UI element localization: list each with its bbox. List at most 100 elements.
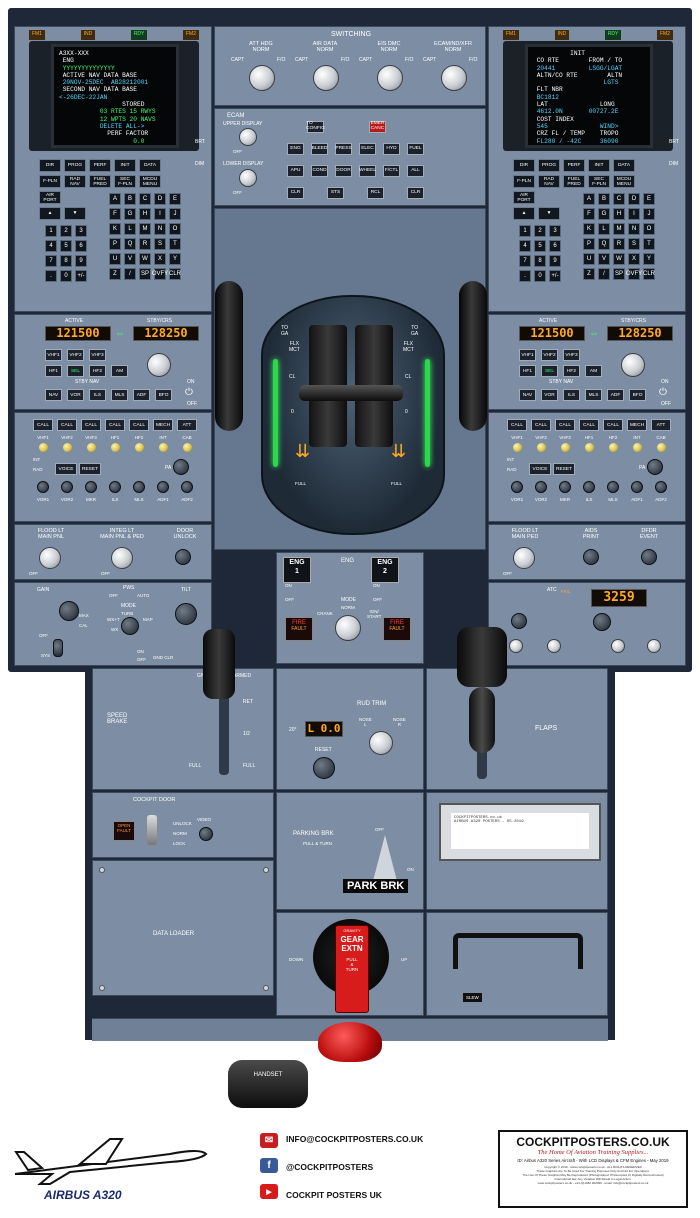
mcdu-num-key[interactable]: 5 xyxy=(534,240,546,252)
acp-call-button[interactable]: CALL xyxy=(507,419,527,431)
acp-volume-knob[interactable] xyxy=(135,443,144,452)
acp-voice-button[interactable]: VOICE xyxy=(55,463,77,475)
mcdu-num-key[interactable]: +/- xyxy=(75,270,87,282)
mcdu-alpha-key[interactable]: K xyxy=(583,223,595,235)
mcdu-key-dir[interactable]: DIR xyxy=(39,159,61,172)
youtube-text[interactable]: COCKPIT POSTERS UK xyxy=(286,1190,382,1200)
mcdu-alpha-key[interactable]: / xyxy=(598,268,610,280)
acp-nav-knob[interactable] xyxy=(85,481,97,493)
mcdu-num-key[interactable]: 4 xyxy=(519,240,531,252)
acp-call-button[interactable]: CALL xyxy=(579,419,599,431)
mcdu-alpha-key[interactable]: B xyxy=(598,193,610,205)
rmp-button[interactable]: NAV xyxy=(45,389,62,401)
mcdu-alpha-key[interactable]: H xyxy=(139,208,151,220)
mcdu-num-key[interactable]: +/- xyxy=(549,270,561,282)
acp-nav-knob[interactable] xyxy=(109,481,121,493)
email-text[interactable]: INFO@COCKPITPOSTERS.CO.UK xyxy=(286,1134,424,1144)
mcdu-num-key[interactable]: 5 xyxy=(60,240,72,252)
mcdu-alpha-key[interactable]: R xyxy=(139,238,151,250)
switching-knob[interactable] xyxy=(441,65,467,91)
mcdu-key-row2[interactable]: MCDU MENU xyxy=(139,175,161,188)
mcdu-key-prog[interactable]: PROG xyxy=(64,159,86,172)
acp-call-button[interactable]: CALL xyxy=(555,419,575,431)
mcdu-alpha-key[interactable]: V xyxy=(598,253,610,265)
mcdu-alpha-key[interactable]: G xyxy=(598,208,610,220)
acp-call-button[interactable]: ATT xyxy=(177,419,197,431)
rmp-button[interactable]: AM xyxy=(111,365,128,377)
mcdu-alpha-key[interactable]: W xyxy=(139,253,151,265)
ecam-button[interactable]: WHEEL xyxy=(359,165,376,177)
mcdu-key-perf[interactable]: PERF xyxy=(563,159,585,172)
pitch-trim-wheel-right[interactable] xyxy=(459,281,487,431)
mcdu-alpha-key[interactable]: A xyxy=(109,193,121,205)
gravity-red-knob[interactable] xyxy=(318,1022,382,1062)
rmp-button[interactable]: VOR xyxy=(67,389,84,401)
mcdu-key-row2[interactable]: F-PLN xyxy=(513,175,535,188)
mcdu-num-key[interactable]: 7 xyxy=(519,255,531,267)
acp-nav-knob[interactable] xyxy=(181,481,193,493)
rmp-button[interactable]: HF2 xyxy=(563,365,580,377)
mcdu-arrow-down-icon[interactable]: ▼ xyxy=(538,207,560,220)
rmp-button[interactable]: VOR xyxy=(541,389,558,401)
mcdu-num-key[interactable]: 0 xyxy=(534,270,546,282)
rud-trim-reset-button[interactable] xyxy=(313,757,335,779)
mcdu-alpha-key[interactable]: Q xyxy=(124,238,136,250)
xpdr-mode-knob[interactable] xyxy=(511,613,527,629)
ecam-button[interactable]: ALL xyxy=(407,165,424,177)
acp-volume-knob[interactable] xyxy=(585,443,594,452)
mcdu-alpha-key[interactable]: O xyxy=(169,223,181,235)
mcdu-num-key[interactable]: 1 xyxy=(519,225,531,237)
acp-nav-knob[interactable] xyxy=(535,481,547,493)
mcdu-alpha-key[interactable]: K xyxy=(109,223,121,235)
eng1-master-switch[interactable]: ENG 1 xyxy=(283,557,311,583)
acp-volume-knob[interactable] xyxy=(513,443,522,452)
handset[interactable]: HANDSET xyxy=(228,1060,308,1108)
mcdu-key-row2[interactable]: SEC F-PLN xyxy=(588,175,610,188)
mcdu-key-airport[interactable]: AIR PORT xyxy=(39,191,61,204)
mcdu-num-key[interactable]: 8 xyxy=(60,255,72,267)
mcdu-alpha-key[interactable]: D xyxy=(154,193,166,205)
ecam-button[interactable]: PRESS xyxy=(335,143,352,155)
eng2-master-switch[interactable]: ENG 2 xyxy=(371,557,399,583)
rmp-left-freq-knob[interactable] xyxy=(147,353,171,377)
mcdu-alpha-key[interactable]: S xyxy=(628,238,640,250)
acp-nav-knob[interactable] xyxy=(37,481,49,493)
mcdu-alpha-key[interactable]: O xyxy=(643,223,655,235)
acp-nav-knob[interactable] xyxy=(157,481,169,493)
upper-display-knob[interactable] xyxy=(239,128,257,146)
acp-nav-knob[interactable] xyxy=(133,481,145,493)
acp-pa-knob[interactable] xyxy=(647,459,663,475)
rmp-button[interactable]: ADF xyxy=(607,389,624,401)
rmp-button[interactable]: VHF1 xyxy=(45,349,62,361)
thrust-lever-grip[interactable] xyxy=(299,385,403,401)
xpdr-knob-4[interactable] xyxy=(647,639,661,653)
mcdu-key-prog[interactable]: PROG xyxy=(538,159,560,172)
acp-call-button[interactable]: ATT xyxy=(651,419,671,431)
mcdu-alpha-key[interactable]: G xyxy=(124,208,136,220)
mcdu-alpha-key[interactable]: C xyxy=(613,193,625,205)
mcdu-alpha-key[interactable]: X xyxy=(154,253,166,265)
ecam-button[interactable]: FUEL xyxy=(407,143,424,155)
speed-brake-lever[interactable] xyxy=(203,629,235,699)
acp-volume-knob[interactable] xyxy=(39,443,48,452)
rud-trim-knob[interactable] xyxy=(369,731,393,755)
mcdu-alpha-key[interactable]: Q xyxy=(598,238,610,250)
mcdu-alpha-key[interactable]: L xyxy=(598,223,610,235)
dfdr-event-button[interactable] xyxy=(641,549,657,565)
mcdu-alpha-key[interactable]: E xyxy=(169,193,181,205)
rmp-power-icon[interactable]: ⏻ xyxy=(185,387,193,398)
flaps-lever[interactable] xyxy=(457,627,507,687)
mcdu-alpha-key[interactable]: M xyxy=(613,223,625,235)
acp-call-button[interactable]: MECH xyxy=(627,419,647,431)
mcdu-key-row2[interactable]: SEC F-PLN xyxy=(114,175,136,188)
acp-nav-knob[interactable] xyxy=(631,481,643,493)
mcdu-alpha-key[interactable]: P xyxy=(109,238,121,250)
mcdu-key-init[interactable]: INIT xyxy=(588,159,610,172)
engine-mode-selector[interactable] xyxy=(335,615,361,641)
acp-volume-knob[interactable] xyxy=(111,443,120,452)
rmp-button[interactable]: HF2 xyxy=(89,365,106,377)
rmp-button[interactable]: MLS xyxy=(111,389,128,401)
transfer-icon[interactable]: ⇔ xyxy=(115,328,125,339)
acp-nav-knob[interactable] xyxy=(583,481,595,493)
mcdu-num-key[interactable]: 1 xyxy=(45,225,57,237)
